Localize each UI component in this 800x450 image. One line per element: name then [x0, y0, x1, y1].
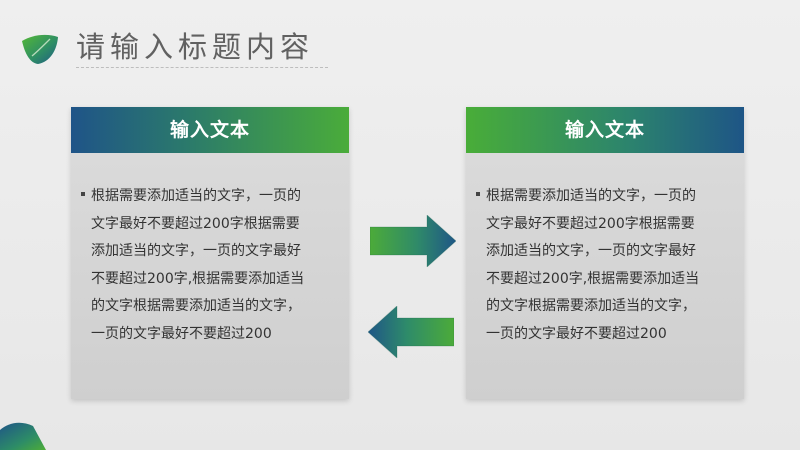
text-card-left: 输入文本 根据需要添加适当的文字，一页的 文字最好不要超过200字根据需要 添加…	[71, 107, 349, 399]
bullet-square-icon	[81, 192, 85, 196]
leaf-logo-icon	[22, 34, 58, 64]
title-divider	[76, 67, 328, 68]
page-title: 请输入标题内容	[76, 30, 315, 64]
card-text-right: 根据需要添加适当的文字，一页的 文字最好不要超过200字根据需要 添加适当的文字…	[486, 188, 700, 342]
arrow-left-icon	[368, 306, 454, 358]
decorative-corner-shape	[0, 422, 46, 450]
card-body-left: 根据需要添加适当的文字，一页的 文字最好不要超过200字根据需要 添加适当的文字…	[71, 153, 349, 399]
bullet-square-icon	[476, 192, 480, 196]
card-text-left: 根据需要添加适当的文字，一页的 文字最好不要超过200字根据需要 添加适当的文字…	[91, 188, 305, 342]
card-header-left: 输入文本	[71, 107, 349, 153]
arrow-right-icon	[370, 215, 456, 267]
text-card-right: 输入文本 根据需要添加适当的文字，一页的 文字最好不要超过200字根据需要 添加…	[466, 107, 744, 399]
card-header-right: 输入文本	[466, 107, 744, 153]
card-body-right: 根据需要添加适当的文字，一页的 文字最好不要超过200字根据需要 添加适当的文字…	[466, 153, 744, 399]
